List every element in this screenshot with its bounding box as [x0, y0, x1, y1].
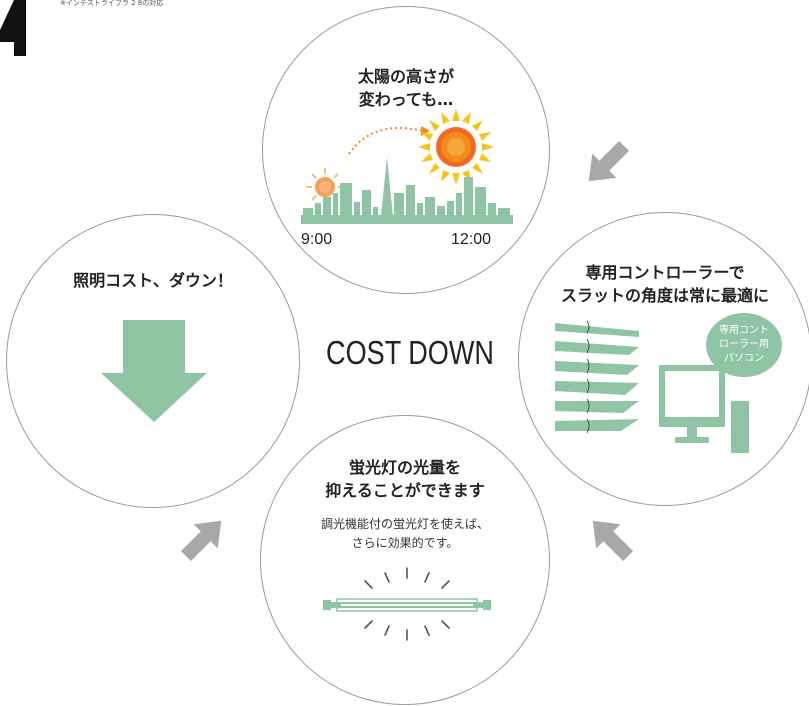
bubble-line1: 専用コント: [719, 325, 769, 336]
fluorescent-body-line2: さらに効果的です。: [351, 536, 459, 550]
sun-path-arc: [348, 127, 424, 155]
sun-height-title-line1: 太陽の高さが: [357, 67, 454, 86]
city-skyline-icon: [301, 157, 513, 224]
header-note: ※インテストライブラ 2 8の対応: [60, 0, 164, 7]
step-sun-height-circle: 太陽の高さが 変わっても…: [262, 6, 550, 294]
fluorescent-title-line2: 抑えることができます: [325, 481, 485, 500]
step-fluorescent-circle: 蛍光灯の光量を 抑えることができます 調光機能付の蛍光灯を使えば、 さらに効果的…: [260, 415, 550, 705]
step-cost-down-circle: 照明コスト、ダウン！: [6, 214, 300, 508]
sun-icon: [418, 109, 494, 185]
monitor-icon: [659, 365, 749, 453]
bubble-line3: パソコン: [724, 353, 764, 364]
down-arrow-icon: [101, 320, 207, 422]
time-noon-label: 12:00: [451, 231, 492, 248]
cycle-arrow-down-right-icon: [588, 140, 630, 182]
step-number: [0, 0, 26, 56]
bubble-line2: ローラー用: [719, 339, 769, 350]
controller-pc-bubble: 専用コント ローラー用 パソコン: [706, 313, 782, 377]
fluorescent-title-line1: 蛍光灯の光量を: [348, 458, 461, 477]
fluorescent-body-line1: 調光機能付の蛍光灯を使えば、: [320, 517, 489, 531]
cost-down-title: 照明コスト、ダウン！: [73, 271, 233, 290]
time-morning-label: 9:00: [301, 231, 333, 248]
cycle-arrow-down-left-icon: [592, 520, 634, 562]
blinds-icon: [555, 320, 749, 453]
cycle-arrow-up-left-icon: [180, 520, 222, 562]
step-controller-circle: 専用コントローラーで スラットの角度は常に最適に: [518, 212, 809, 506]
cost-down-center-label: COST DOWN: [326, 334, 494, 371]
fluorescent-lamp-icon: [323, 567, 491, 641]
controller-title-line1: 専用コントローラーで: [585, 263, 745, 282]
sun-height-title-line2: 変わっても…: [358, 90, 454, 109]
controller-title-line2: スラットの角度は常に最適に: [560, 286, 769, 305]
sun-scene: [301, 109, 513, 224]
